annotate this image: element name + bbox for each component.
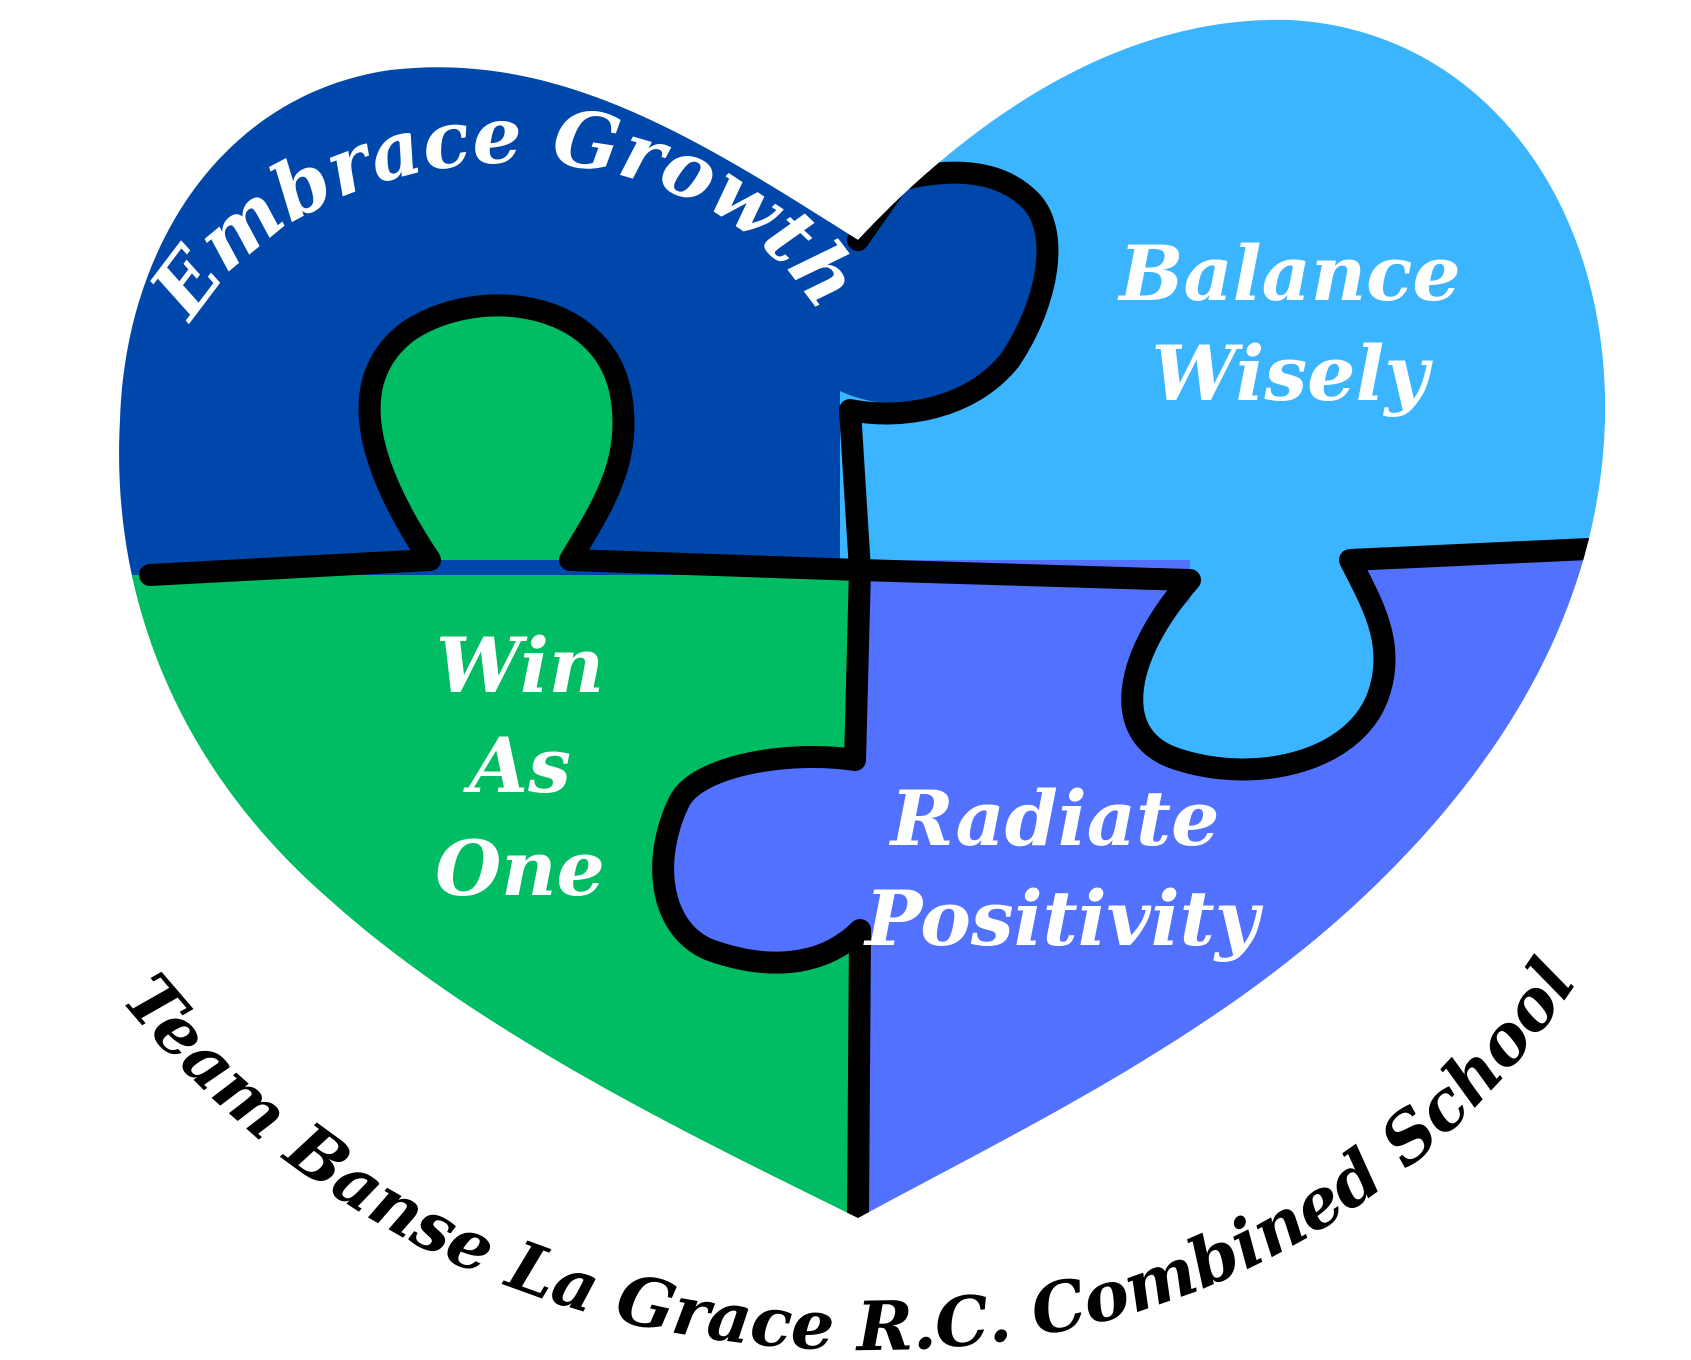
positivity-label: Positivity (863, 874, 1264, 963)
balance-label: Balance (1117, 229, 1460, 318)
seam-vertical-top (839, 161, 1059, 581)
knob-periwinkle-into-left (663, 756, 860, 963)
knob-lightblue-into-bottom (1132, 560, 1385, 770)
one-label: One (435, 824, 605, 913)
seam-horizontal-left (139, 294, 871, 586)
knob-green-into-top (369, 305, 624, 560)
as-label: As (463, 721, 571, 810)
seam-horizontal-right (849, 537, 1606, 781)
seam-vertical-bottom (652, 559, 871, 1219)
radiate-label: Radiate (889, 774, 1220, 863)
win-label: Win (436, 621, 604, 710)
wisely-label: Wisely (1151, 329, 1433, 418)
